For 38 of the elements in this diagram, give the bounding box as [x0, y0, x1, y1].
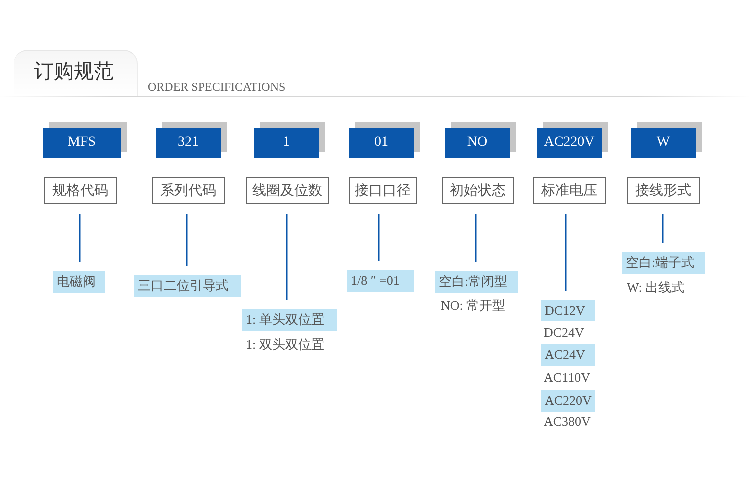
subtitle: ORDER SPECIFICATIONS [148, 80, 286, 95]
option-text: AC110V [544, 370, 590, 386]
option-text: DC24V [544, 325, 584, 341]
code-box: 01 [349, 128, 414, 158]
connector-line [79, 214, 81, 262]
option-text: 1: 双头双位置 [246, 336, 324, 354]
highlighted-option: DC12V [541, 300, 595, 321]
code-box: NO [445, 128, 510, 158]
code-box: 321 [156, 128, 221, 158]
connector-line [378, 214, 380, 261]
code-box: MFS [43, 128, 121, 158]
label-box: 规格代码 [44, 177, 117, 204]
connector-line [475, 214, 477, 262]
code-box: W [631, 128, 696, 158]
connector-line [662, 214, 664, 243]
highlighted-option: AC220V [541, 390, 595, 412]
label-box: 接口口径 [349, 177, 417, 204]
highlighted-option: 空白:端子式 [622, 252, 705, 274]
label-box: 接线形式 [627, 177, 700, 204]
connector-line [565, 214, 567, 291]
label-box: 初始状态 [442, 177, 514, 204]
highlighted-option: 三口二位引导式 [134, 275, 241, 297]
highlighted-option: 电磁阀 [53, 271, 105, 293]
label-box: 线圈及位数 [246, 177, 329, 204]
connector-line [286, 214, 288, 300]
option-text: NO: 常开型 [441, 297, 506, 315]
code-box: 1 [254, 128, 319, 158]
label-box: 系列代码 [152, 177, 225, 204]
option-text: W: 出线式 [627, 279, 685, 297]
highlighted-option: 1/8 ″ =01 [347, 270, 414, 292]
title: 订购规范 [34, 60, 114, 85]
label-box: 标准电压 [533, 177, 606, 204]
highlighted-option: 1: 单头双位置 [242, 309, 337, 331]
connector-line [186, 214, 188, 266]
code-box: AC220V [537, 128, 602, 158]
highlighted-option: AC24V [541, 344, 595, 366]
option-text: AC380V [544, 414, 591, 430]
highlighted-option: 空白:常闭型 [435, 271, 518, 293]
